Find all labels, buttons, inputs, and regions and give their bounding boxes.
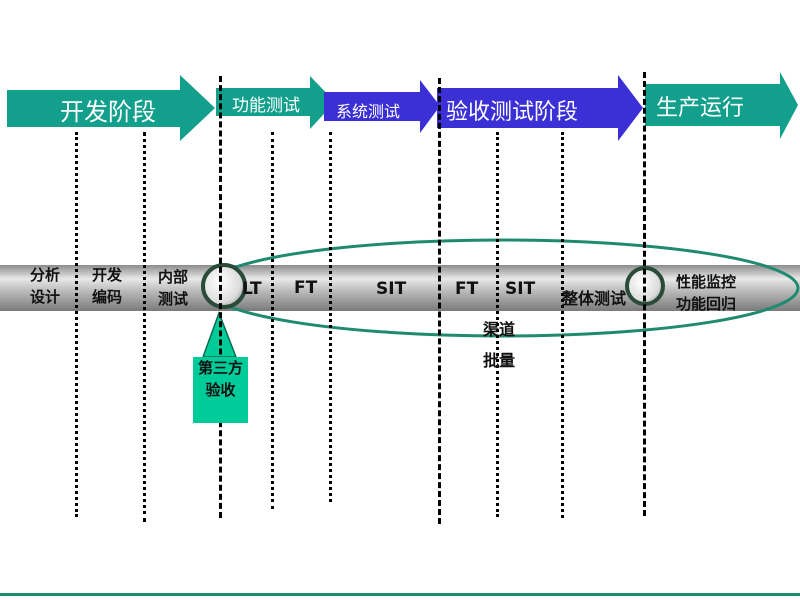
phase-label-system: 系统测试 [336, 102, 401, 121]
bottom-rule [0, 593, 800, 596]
divider-system-start [329, 132, 332, 502]
stage-production-monitor: 性能监控功能回归 [676, 273, 737, 313]
phase-arrow-dev [7, 75, 215, 141]
stage-ft-1: FT [294, 278, 318, 298]
stage-ft-2: FT [455, 279, 479, 299]
stage-sit-2: SIT [505, 279, 536, 299]
stage-sit-1: SIT [376, 279, 407, 299]
divider-dev-coding [75, 132, 78, 517]
third-party-acceptance-box: 第三方 验收 [193, 357, 248, 423]
phase-label-production: 生产运行 [656, 96, 745, 121]
stage-overall-test: 整体测试 [562, 289, 627, 308]
stage-analysis-design: 分析设计 [30, 266, 61, 306]
divider-internal-test [143, 132, 146, 522]
divider-functional-start [219, 76, 222, 518]
phase-label-acceptance: 验收测试阶段 [446, 100, 579, 125]
stage-lt: LT [242, 279, 262, 299]
divider-production-start [643, 72, 646, 516]
divider-sit [496, 132, 499, 517]
stage-develop-coding: 开发编码 [92, 266, 123, 306]
phase-arrow-production [645, 72, 798, 139]
phase-arrow-system [324, 80, 440, 133]
divider-lt [271, 132, 274, 509]
pipeline-tube [0, 265, 800, 311]
divider-acceptance-start [438, 78, 441, 524]
stage-internal-test: 内部测试 [158, 268, 189, 308]
stage-batch: 批量 [483, 351, 516, 370]
stage-channel: 渠道 [483, 320, 516, 339]
phase-arrow-acceptance [437, 75, 643, 141]
start-knob [201, 263, 247, 309]
divider-overall [561, 132, 564, 518]
phase-label-functional: 功能测试 [232, 96, 300, 116]
phase-label-dev: 开发阶段 [60, 98, 156, 126]
phase-arrow-functional [216, 76, 335, 129]
